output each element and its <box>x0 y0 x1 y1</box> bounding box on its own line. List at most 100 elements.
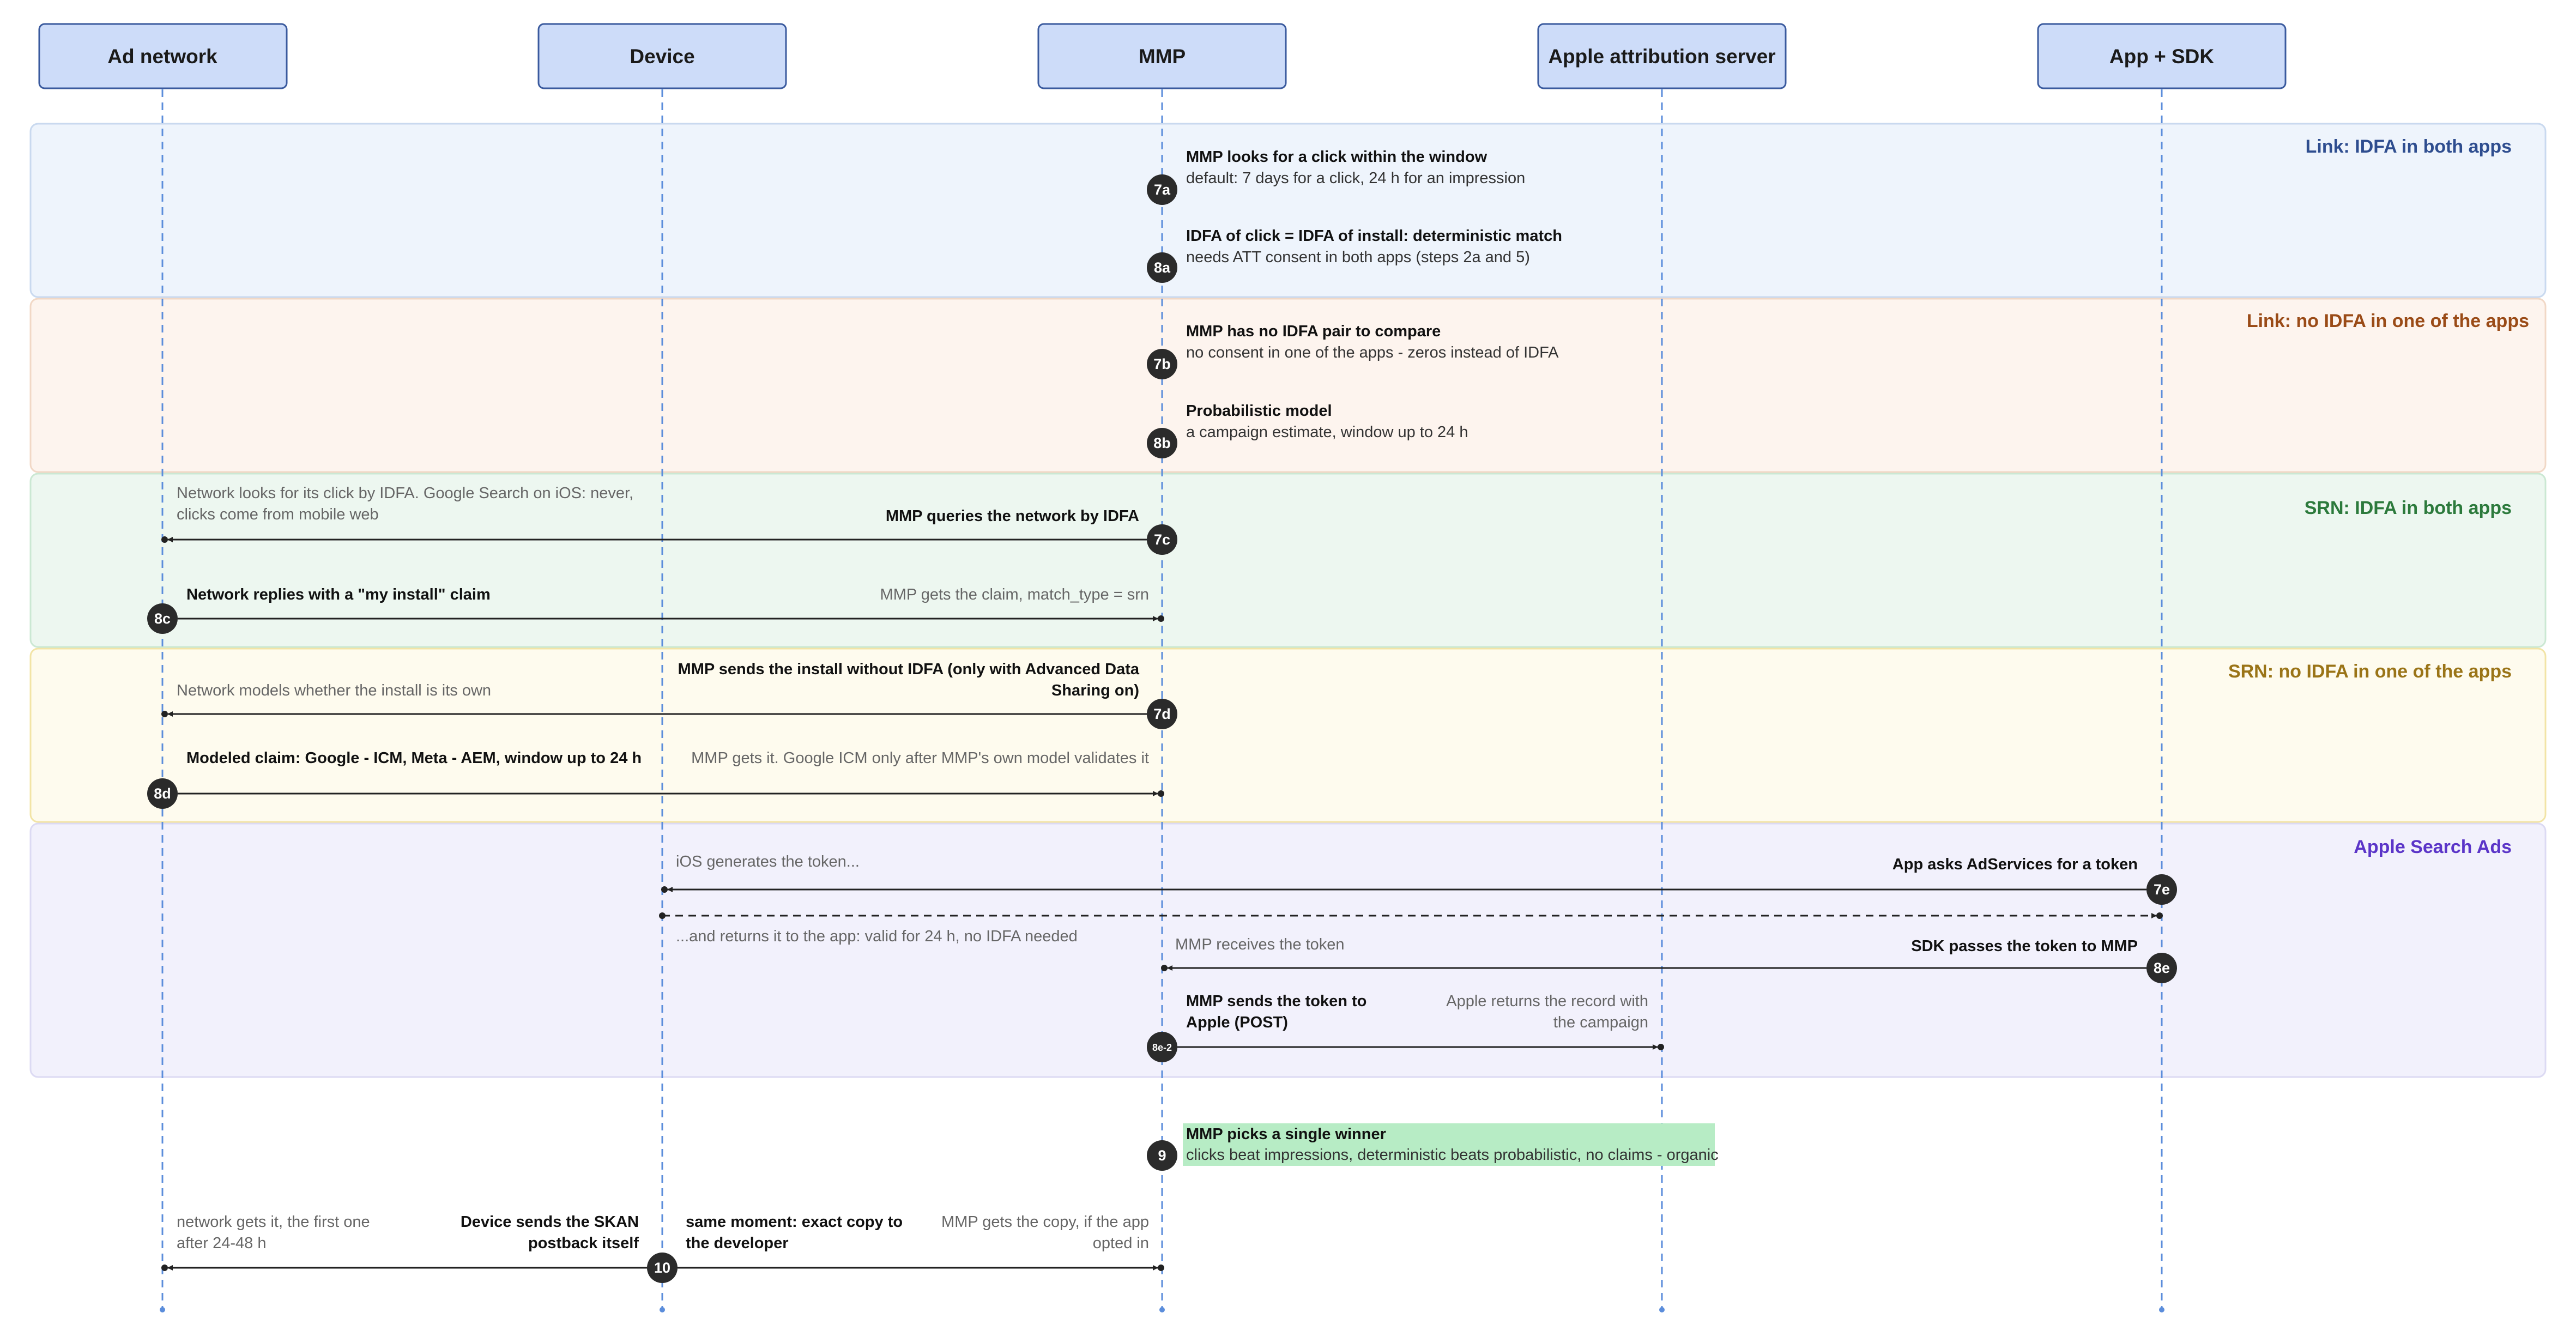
svg-text:MMP has no IDFA pair to compar: MMP has no IDFA pair to compare <box>1186 323 1441 340</box>
step-7c: Network looks for its click by IDFA. Goo… <box>161 485 1177 555</box>
step-7d: Network models whether the install is it… <box>161 661 1177 729</box>
svg-text:MMP receives the token: MMP receives the token <box>1175 936 1345 953</box>
lifelines <box>161 89 2163 1308</box>
actor-apple-attribution-server: Apple attribution server <box>1537 23 1787 89</box>
svg-text:MMP looks for a click within t: MMP looks for a click within the window <box>1186 148 1487 166</box>
svg-text:Network replies with a "my ins: Network replies with a "my install" clai… <box>186 586 491 603</box>
svg-text:MMP queries the network by IDF: MMP queries the network by IDFA <box>886 507 1139 525</box>
step-badge <box>1147 524 1177 555</box>
step-badge <box>647 1253 678 1283</box>
step-badge <box>2146 953 2177 983</box>
actor-device: Device <box>537 23 787 89</box>
band-link-idfa: Link: IDFA in both apps <box>29 123 2547 298</box>
svg-text:the campaign: the campaign <box>1553 1014 1648 1031</box>
svg-text:the developer: the developer <box>686 1235 789 1252</box>
svg-text:Network models whether the ins: Network models whether the install is it… <box>177 682 491 699</box>
svg-text:7c: 7c <box>1154 531 1170 548</box>
lifeline-ends <box>160 1307 2164 1312</box>
svg-text:Probabilistic model: Probabilistic model <box>1186 402 1332 420</box>
step-badge <box>2146 874 2177 905</box>
step-badge <box>1147 428 1177 458</box>
svg-text:8d: 8d <box>154 785 171 802</box>
svg-text:10: 10 <box>654 1260 670 1276</box>
svg-text:Network looks for its click by: Network looks for its click by IDFA. Goo… <box>177 485 633 502</box>
step-badge <box>147 603 178 634</box>
svg-text:no consent in one of the apps: no consent in one of the apps - zeros in… <box>1186 344 1559 361</box>
step-badge <box>1147 174 1177 205</box>
step-badge <box>1147 699 1177 729</box>
actor-mmp: MMP <box>1037 23 1287 89</box>
winner-highlight <box>1183 1123 1715 1166</box>
svg-text:postback itself: postback itself <box>528 1235 639 1252</box>
svg-text:after 24-48 h: after 24-48 h <box>177 1235 266 1252</box>
svg-text:default: 7 days for a click, 2: default: 7 days for a click, 24 h for an… <box>1186 170 1525 187</box>
actor-ad-network: Ad network <box>38 23 288 89</box>
svg-text:7b: 7b <box>1153 356 1171 372</box>
svg-text:Apple (POST): Apple (POST) <box>1186 1014 1288 1031</box>
band-title: Apple Search Ads <box>2354 837 2512 857</box>
svg-text:8c: 8c <box>154 610 171 627</box>
step-7b: 7b MMP has no IDFA pair to compare no co… <box>1147 323 1559 379</box>
svg-text:MMP gets it. Google ICM only a: MMP gets it. Google ICM only after MMP's… <box>691 749 1149 767</box>
actor-app-sdk: App + SDK <box>2037 23 2287 89</box>
step-8b: 8b Probabilistic model a campaign estima… <box>1147 402 1468 458</box>
step-8a: 8a IDFA of click = IDFA of install: dete… <box>1147 227 1562 283</box>
svg-text:Sharing on): Sharing on) <box>1051 682 1139 699</box>
svg-text:Device: Device <box>630 45 694 68</box>
svg-text:MMP: MMP <box>1139 45 1186 68</box>
step-badge <box>1147 349 1177 379</box>
svg-text:7d: 7d <box>1153 706 1171 722</box>
svg-text:opted in: opted in <box>1093 1235 1149 1252</box>
step-9: MMP picks a single winner clicks beat im… <box>1147 1123 1719 1171</box>
step-8e: MMP receives the token SDK passes the to… <box>1161 936 2177 983</box>
svg-text:network gets it, the first one: network gets it, the first one <box>177 1213 370 1231</box>
band-title: Link: IDFA in both apps <box>2306 136 2512 157</box>
svg-text:7a: 7a <box>1154 182 1171 198</box>
svg-text:...and returns it to the app:: ...and returns it to the app: valid for … <box>676 928 1078 945</box>
svg-text:same moment: exact copy to: same moment: exact copy to <box>686 1213 903 1231</box>
step-10: network gets it, the first one after 24-… <box>161 1213 1164 1283</box>
svg-text:Ad network: Ad network <box>107 45 217 68</box>
step-badge <box>1147 1032 1177 1062</box>
step-8e-2: MMP sends the token to Apple (POST) Appl… <box>1147 993 1664 1062</box>
svg-text:clicks beat impressions, deter: clicks beat impressions, deterministic b… <box>1186 1146 1719 1164</box>
svg-text:needs ATT consent in both apps: needs ATT consent in both apps (steps 2a… <box>1186 249 1530 266</box>
band-title: SRN: no IDFA in one of the apps <box>2228 661 2512 682</box>
svg-text:IDFA of click = IDFA of instal: IDFA of click = IDFA of install: determi… <box>1186 227 1562 245</box>
svg-text:clicks come from mobile web: clicks come from mobile web <box>177 506 379 523</box>
svg-text:Device sends the SKAN: Device sends the SKAN <box>461 1213 639 1231</box>
svg-text:App asks AdServices for a toke: App asks AdServices for a token <box>1892 856 2138 873</box>
svg-text:8e-2: 8e-2 <box>1152 1042 1172 1053</box>
svg-text:App + SDK: App + SDK <box>2109 45 2214 68</box>
svg-text:MMP sends the token to: MMP sends the token to <box>1186 993 1366 1010</box>
svg-text:Apple returns the record with: Apple returns the record with <box>1446 993 1648 1010</box>
svg-text:8e: 8e <box>2154 960 2170 976</box>
band-srn-idfa: SRN: IDFA in both apps <box>29 473 2547 648</box>
svg-text:MMP picks a single winner: MMP picks a single winner <box>1186 1126 1386 1143</box>
svg-text:Apple attribution server: Apple attribution server <box>1548 45 1775 68</box>
svg-text:8b: 8b <box>1153 435 1171 451</box>
svg-text:8a: 8a <box>1154 259 1171 276</box>
band-srn-no-idfa: SRN: no IDFA in one of the apps <box>29 648 2547 823</box>
band-title: SRN: IDFA in both apps <box>2305 498 2512 518</box>
svg-text:7e: 7e <box>2154 881 2170 898</box>
svg-text:MMP gets the claim, match_type: MMP gets the claim, match_type = srn <box>880 586 1149 603</box>
svg-text:Modeled claim: Google - ICM, M: Modeled claim: Google - ICM, Meta - AEM,… <box>186 749 642 767</box>
band-title: Link: no IDFA in one of the apps <box>2247 311 2529 331</box>
step-8d: Modeled claim: Google - ICM, Meta - AEM,… <box>147 749 1164 809</box>
svg-text:MMP sends the install without: MMP sends the install without IDFA (only… <box>678 661 1140 678</box>
svg-text:MMP gets the copy, if the app: MMP gets the copy, if the app <box>941 1213 1149 1231</box>
step-badge <box>1147 1140 1177 1171</box>
band-apple-search-ads: Apple Search Ads <box>29 822 2547 1078</box>
step-7e: iOS generates the token... App asks AdSe… <box>659 853 2177 945</box>
step-8c: Network replies with a "my install" clai… <box>147 586 1164 634</box>
step-badge <box>1147 252 1177 283</box>
svg-text:a campaign estimate, window up: a campaign estimate, window up to 24 h <box>1186 424 1468 441</box>
step-badge <box>147 778 178 809</box>
step-7a: 7a MMP looks for a click within the wind… <box>1147 148 1525 205</box>
svg-text:9: 9 <box>1158 1147 1166 1164</box>
svg-text:iOS generates the token...: iOS generates the token... <box>676 853 860 870</box>
svg-text:SDK passes the token to MMP: SDK passes the token to MMP <box>1911 937 2138 955</box>
band-link-no-idfa: Link: no IDFA in one of the apps <box>29 298 2547 473</box>
